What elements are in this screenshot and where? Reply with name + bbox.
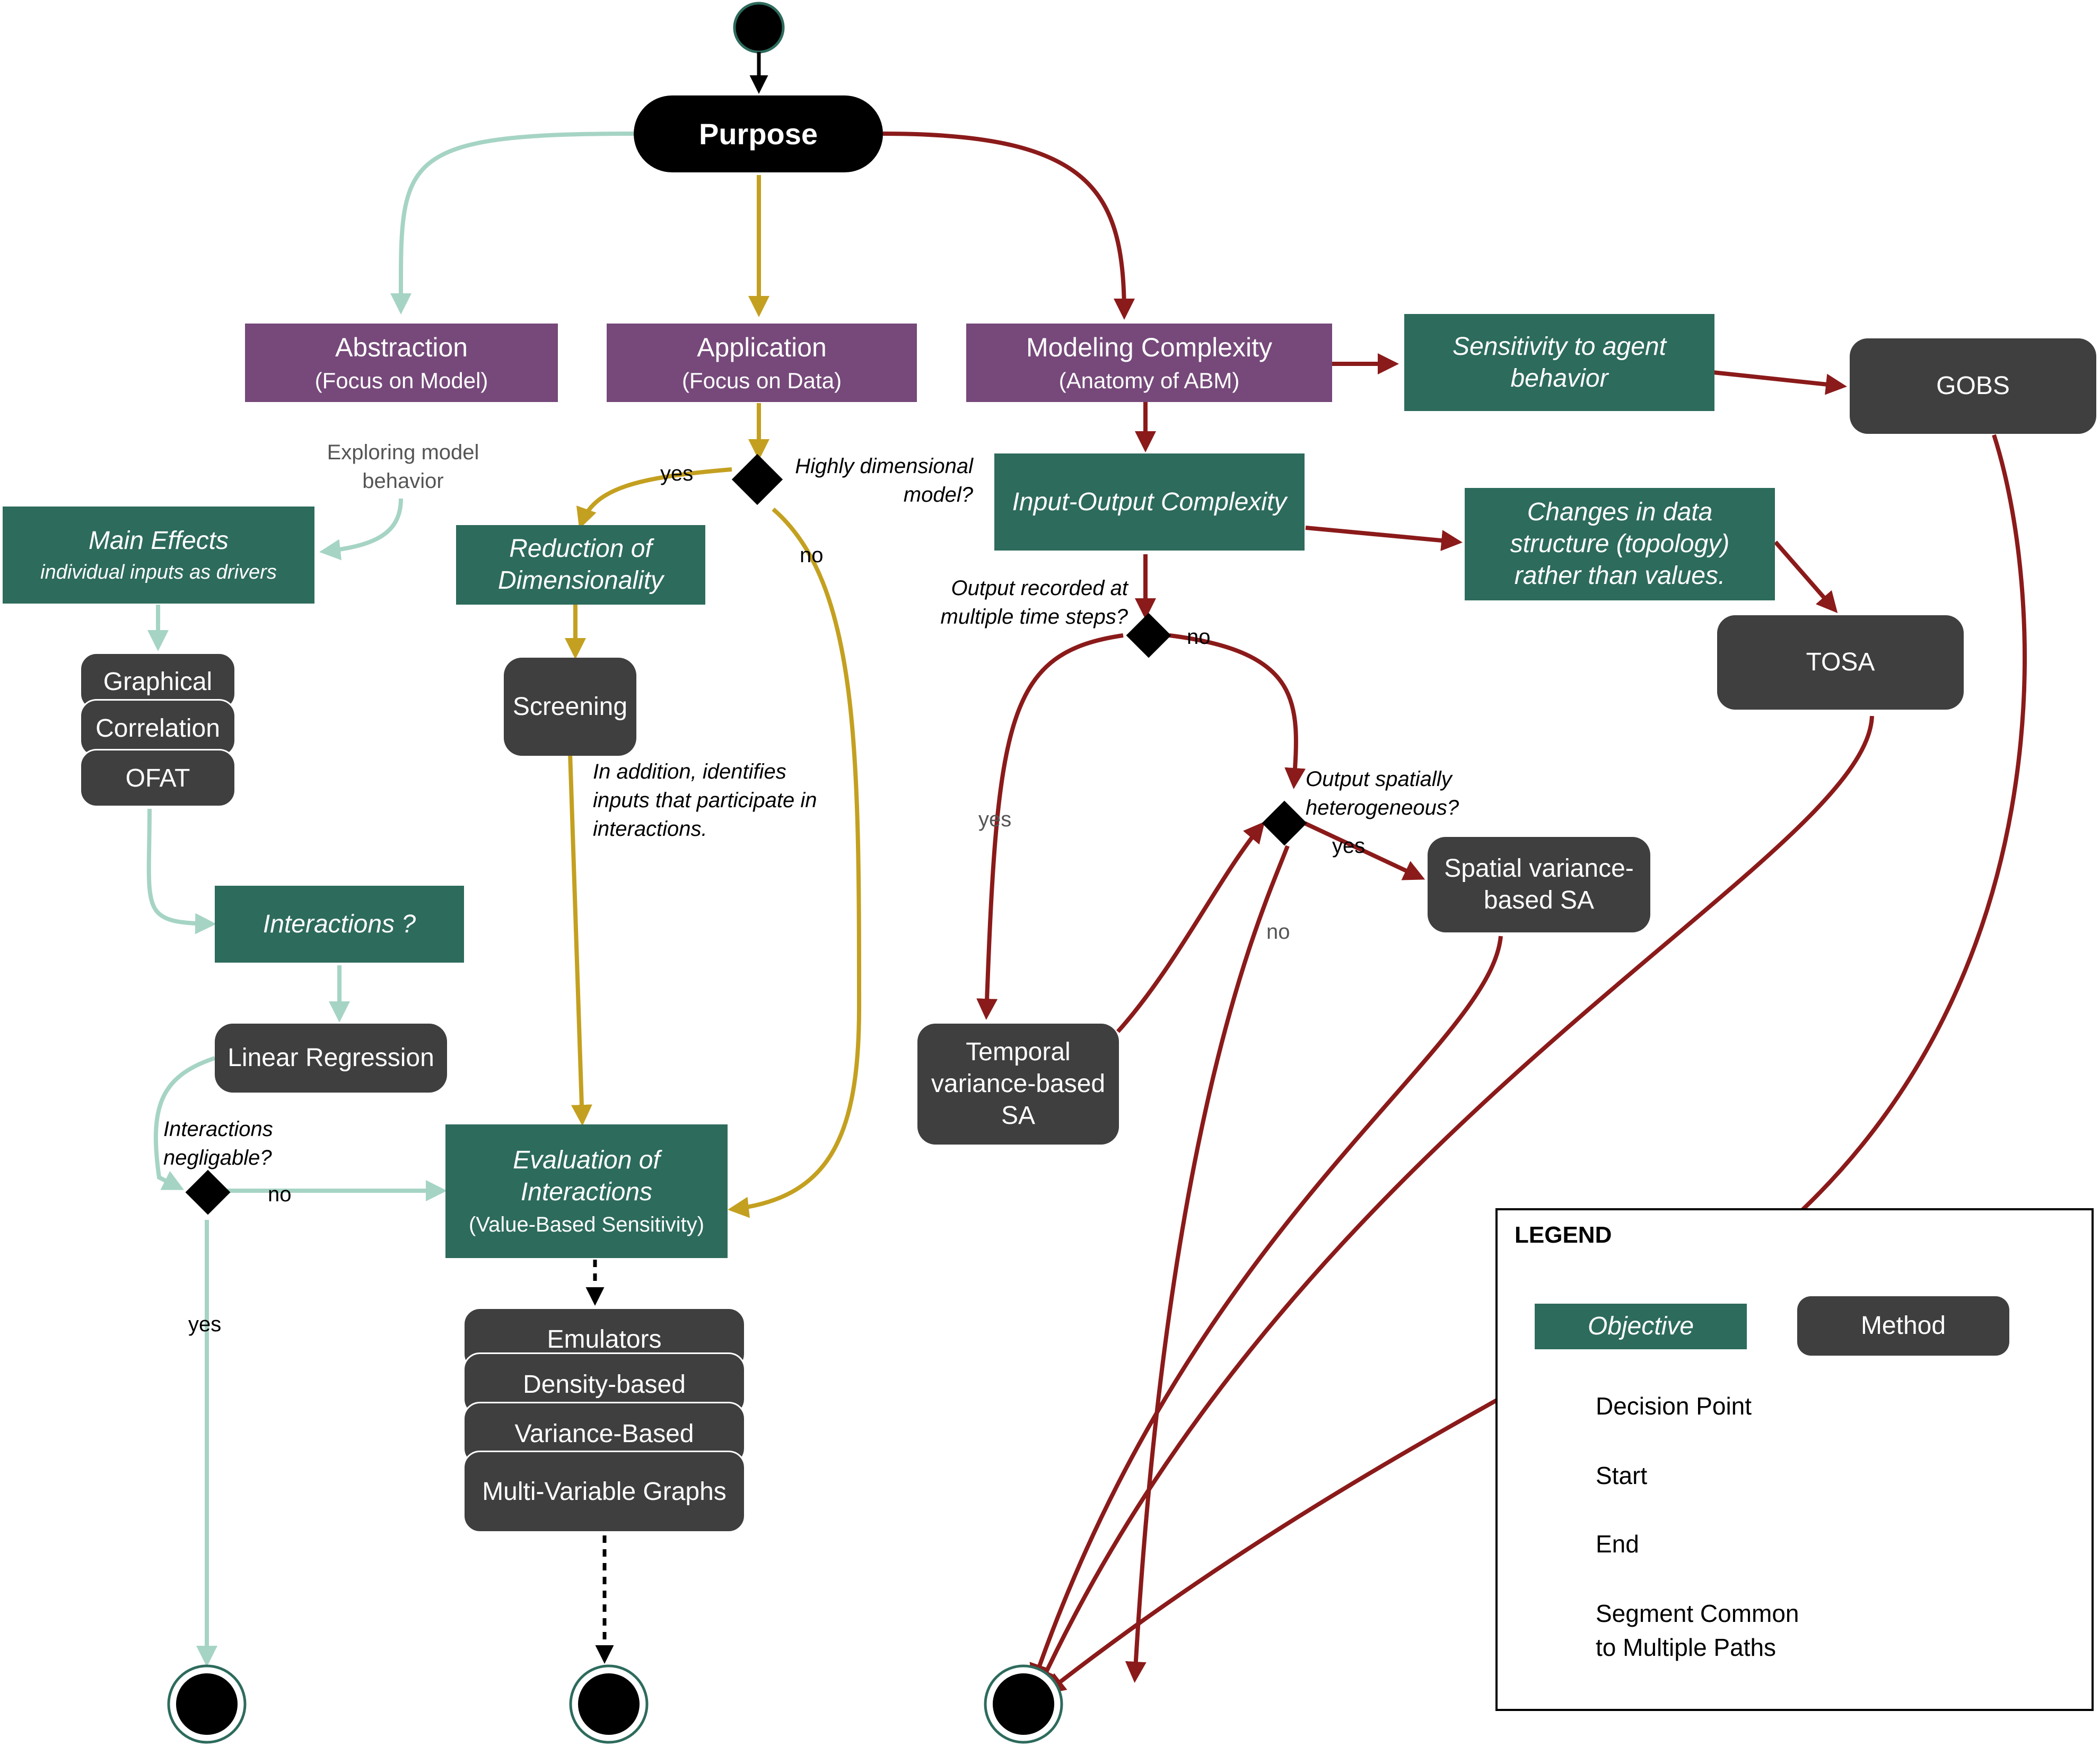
label-interactions-negligable: Interactions negligable? (163, 1118, 273, 1169)
abstraction-methods-stack: Graphical Correlation OFAT (80, 652, 236, 807)
label-in-addition: In addition, identifies inputs that part… (593, 760, 817, 841)
spatial-label: Spatial variance-based SA (1444, 854, 1634, 914)
common-segments (585, 1260, 614, 1664)
end-node-modeling (984, 1664, 1063, 1744)
modeling-title: Modeling Complexity (1026, 332, 1273, 362)
main-effects-sub: individual inputs as drivers (40, 561, 277, 583)
reduction-node: Reduction of Dimensionality (456, 525, 705, 605)
label-yes-temporal: yes (978, 808, 1012, 831)
end-node-abstraction (167, 1664, 247, 1744)
purpose-node: Purpose (634, 95, 883, 172)
main-effects-title: Main Effects (88, 526, 229, 555)
decision-diamond-output-recorded (1126, 613, 1171, 658)
purpose-label: Purpose (698, 117, 818, 151)
start-node (733, 2, 785, 54)
legend-decision-label: Decision Point (1596, 1392, 1752, 1420)
sensitivity-agent-node: Sensitivity to agent behavior (1404, 314, 1714, 411)
linear-regression-label: Linear Regression (228, 1044, 434, 1072)
temporal-label: Temporal variance-based SA (931, 1038, 1106, 1130)
legend-start-label: Start (1596, 1462, 1648, 1489)
abstraction-path (146, 132, 634, 1667)
modeling-complexity-node: Modeling Complexity (Anatomy of ABM) (966, 324, 1332, 402)
abstraction-node: Abstraction (Focus on Model) (245, 324, 558, 402)
gobs-label: GOBS (1936, 372, 2010, 400)
linear-regression-node: Linear Regression (215, 1024, 447, 1093)
application-path (565, 175, 862, 1218)
legend: LEGEND Objective Method Decision Point S… (1495, 1208, 2094, 1711)
label-yes-reduction: yes (660, 462, 694, 485)
tosa-node: TOSA (1717, 615, 1964, 710)
end-node-application (569, 1664, 649, 1744)
legend-title: LEGEND (1515, 1222, 1612, 1248)
spatial-node: Spatial variance-based SA (1428, 837, 1650, 932)
evaluation-methods-stack: Emulators Density-based Variance-Based M… (463, 1307, 746, 1533)
label-exploring: Exploring model behavior (327, 441, 479, 493)
label-no-recorded: no (1187, 625, 1211, 649)
legend-objective-swatch: Objective (1535, 1304, 1747, 1349)
sensitivity-agent-label: Sensitivity to agent behavior (1452, 332, 1666, 392)
legend-end-label: End (1596, 1530, 1639, 1558)
screening-node: Screening (504, 658, 636, 756)
label-yes-negligable: yes (188, 1313, 222, 1336)
application-node: Application (Focus on Data) (607, 324, 917, 402)
legend-segment-label: Segment Common to Multiple Paths (1596, 1600, 1799, 1662)
reduction-label: Reduction of Dimensionality (497, 535, 664, 595)
abstraction-title: Abstraction (335, 332, 468, 362)
label-output-spatial: Output spatially heterogeneous? (1306, 767, 1459, 819)
evaluation-title: Evaluation of Interactions (513, 1146, 660, 1206)
evaluation-node: Evaluation of Interactions (Value-Based … (445, 1124, 728, 1258)
evaluation-sub: (Value-Based Sensitivity) (469, 1213, 704, 1236)
label-yes-spatial: yes (1332, 834, 1366, 858)
legend-method-label: Method (1860, 1312, 1946, 1340)
decision-diamond-interactions-negligable (185, 1169, 231, 1215)
application-title: Application (697, 332, 827, 362)
modeling-sub: (Anatomy of ABM) (1058, 368, 1240, 393)
tosa-label: TOSA (1806, 648, 1875, 676)
method-correlation: Correlation (80, 699, 236, 757)
application-sub: (Focus on Data) (681, 368, 842, 393)
method-ofat: OFAT (80, 749, 236, 807)
interactions-question-node: Interactions ? (215, 886, 464, 963)
main-effects-node: Main Effects individual inputs as driver… (3, 507, 314, 604)
legend-objective-label: Objective (1587, 1312, 1694, 1340)
label-highly-dimensional: Highly dimensional model? (795, 455, 973, 507)
io-complexity-label: Input-Output Complexity (1012, 487, 1287, 516)
interactions-question-label: Interactions ? (262, 910, 416, 938)
abstraction-sub: (Focus on Model) (314, 368, 488, 393)
label-no-spatial: no (1266, 920, 1290, 944)
label-output-recorded: Output recorded at multiple time steps? (940, 577, 1128, 628)
legend-method-swatch: Method (1797, 1296, 2009, 1356)
decision-diamond-output-spatial (1262, 800, 1307, 846)
temporal-node: Temporal variance-based SA (917, 1024, 1119, 1145)
changes-data-node: Changes in data structure (topology) rat… (1465, 488, 1775, 600)
label-no-negligable: no (268, 1183, 292, 1206)
changes-data-label: Changes in data structure (topology) rat… (1510, 498, 1730, 590)
label-no-application: no (800, 544, 824, 567)
method-multi-variable-graphs: Multi-Variable Graphs (463, 1451, 746, 1533)
gobs-node: GOBS (1850, 338, 2096, 434)
decision-diamond-highly-dimensional (731, 453, 783, 505)
io-complexity-node: Input-Output Complexity (994, 453, 1305, 551)
screening-label: Screening (512, 692, 628, 721)
